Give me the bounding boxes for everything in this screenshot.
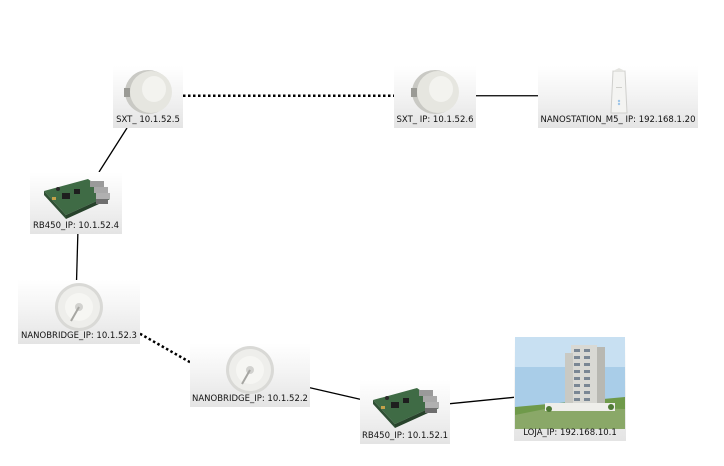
nanobridge-dish-icon [18,280,140,334]
node-label: RB450_IP: 10.1.52.1 [362,431,448,441]
node-label: RB450_IP: 10.1.52.4 [33,221,119,231]
routerboard-icon [360,380,450,434]
node-sxt-10-1-52-6[interactable]: SXT_ IP: 10.1.52.6 [394,66,476,128]
node-label: NANOBRIDGE_IP: 10.1.52.3 [21,331,137,341]
link-sxt1-rb1-wired[interactable] [98,127,128,173]
node-nanostation-m5[interactable]: NANOSTATION_M5_ IP: 192.168.1.20 [538,66,698,128]
node-label: SXT_ 10.1.52.5 [116,115,180,125]
building-icon [514,337,626,429]
node-label: SXT_ IP: 10.1.52.6 [396,115,474,125]
routerboard-icon [30,172,122,224]
sxt-antenna-icon [394,66,476,118]
node-rb450-10-1-52-4[interactable]: RB450_IP: 10.1.52.4 [30,172,122,234]
node-nanobridge-10-1-52-2[interactable]: NANOBRIDGE_IP: 10.1.52.2 [190,343,310,407]
link-rb1-nb1-wired[interactable] [75,233,79,281]
nanobridge-dish-icon [190,343,310,397]
node-label: NANOSTATION_M5_ IP: 192.168.1.20 [540,115,696,125]
node-label: LOJA_IP: 192.168.10.1 [523,428,617,438]
node-sxt-10-1-52-5[interactable]: SXT_ 10.1.52.5 [113,66,183,128]
node-nanobridge-10-1-52-3[interactable]: NANOBRIDGE_IP: 10.1.52.3 [18,280,140,344]
link-nb2-rb2-wired[interactable] [309,387,361,400]
link-nb1-nb2-wireless[interactable] [139,332,191,364]
link-rb2-loja-wired[interactable] [449,396,515,405]
node-rb450-10-1-52-1[interactable]: RB450_IP: 10.1.52.1 [360,380,450,444]
node-loja-building[interactable]: LOJA_IP: 192.168.10.1 [514,337,626,441]
sxt-antenna-icon [113,66,183,118]
node-label: NANOBRIDGE_IP: 10.1.52.2 [192,394,308,404]
nanostation-icon [538,66,698,118]
